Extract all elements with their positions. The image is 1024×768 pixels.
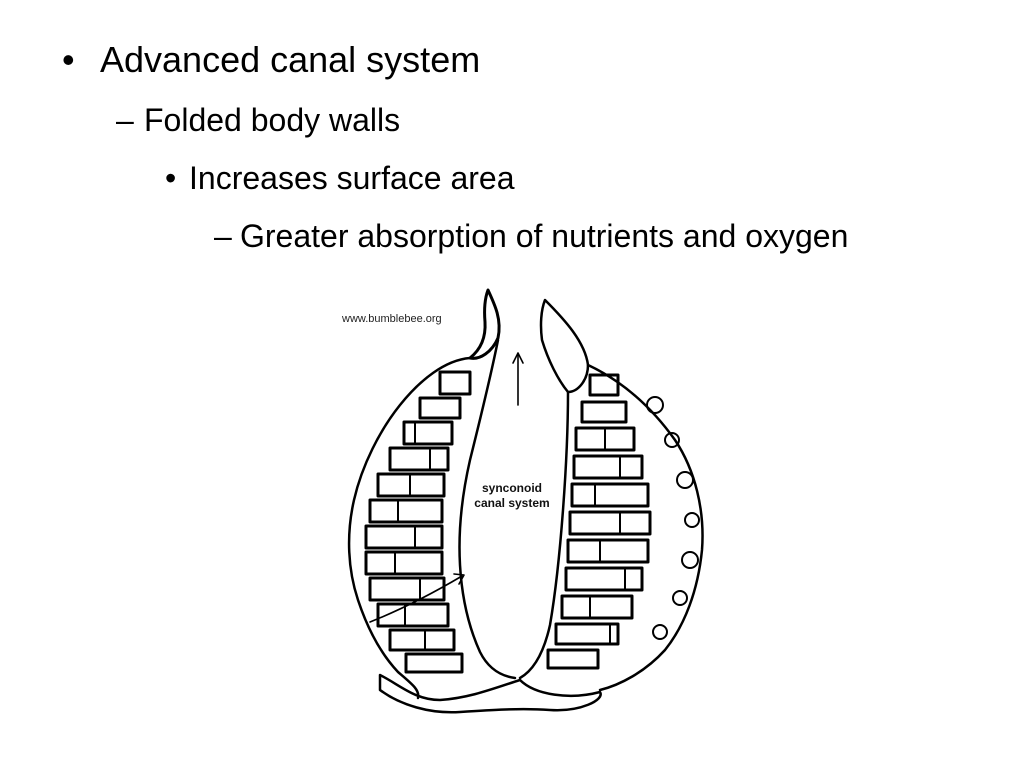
left-chamber-dividers (394, 421, 431, 651)
bullet-level-4: –Greater absorption of nutrients and oxy… (214, 220, 848, 252)
outflow-arrow (512, 352, 524, 406)
diagram-label-line1: synconoid (482, 481, 542, 495)
synconoid-sponge-diagram: www.bumblebee.org synconoid canal system (341, 288, 704, 714)
diagram-label-line2: canal system (474, 496, 549, 510)
bullet-level-2: –Folded body walls (116, 104, 400, 136)
left-osculum-hook (468, 288, 501, 360)
bullet-text: Increases surface area (189, 160, 515, 196)
bullet-text: Folded body walls (144, 102, 401, 138)
right-chamber-dividers (589, 427, 626, 645)
base-holdfast (378, 673, 602, 714)
left-wall-outline (347, 356, 472, 700)
right-ostia (646, 396, 700, 640)
right-wall-outline (586, 363, 704, 692)
watermark-text: www.bumblebee.org (341, 313, 442, 325)
bullet-text: Greater absorption of nutrients and oxyg… (240, 218, 849, 254)
bullet-level-3: • Increases surface area (165, 162, 515, 194)
right-radial-canals (546, 373, 652, 670)
bullet-text: Advanced canal system (100, 39, 481, 80)
right-osculum-lip (539, 298, 590, 394)
bullet-marker: • (62, 39, 75, 80)
bullet-marker: • (165, 160, 177, 196)
dash-marker: – (214, 218, 232, 254)
dash-marker: – (116, 102, 134, 138)
inflow-arrow (369, 573, 465, 623)
left-radial-canals (364, 370, 472, 674)
bullet-level-1: • Advanced canal system (62, 42, 480, 78)
left-spongocoel-edge (458, 338, 517, 680)
right-spongocoel-edge (518, 390, 570, 680)
